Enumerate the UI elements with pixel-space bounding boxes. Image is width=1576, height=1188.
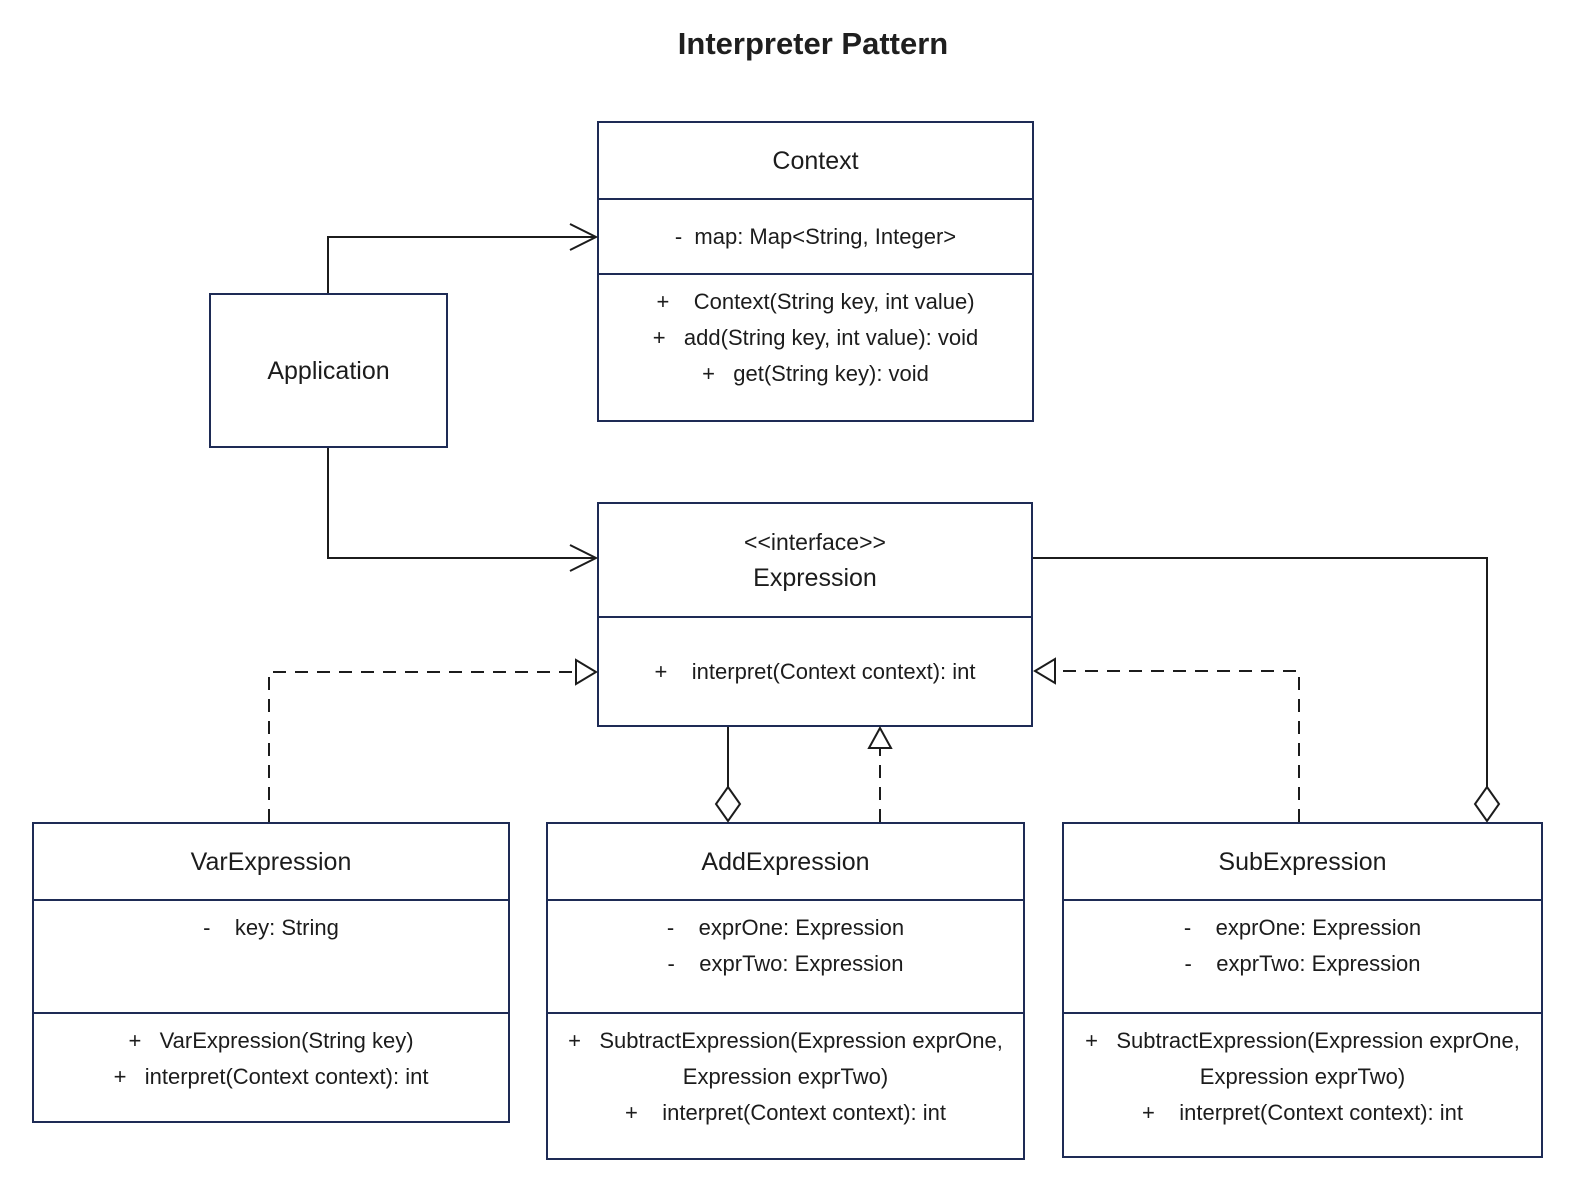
expression-to-addexpression-aggregation-line bbox=[714, 727, 742, 823]
addexpression-title-section: AddExpression bbox=[548, 824, 1023, 899]
attribute-line: - exprTwo: Expression bbox=[667, 951, 904, 976]
class-box-addexpression: AddExpression - exprOne: Expression - ex… bbox=[546, 822, 1025, 1160]
class-name-expression: Expression bbox=[753, 564, 877, 592]
varexpression-to-expression-realization-arrow bbox=[268, 658, 598, 822]
addexpression-to-expression-realization-arrow bbox=[867, 725, 893, 822]
method-line: + SubtractExpression(Expression exprOne,… bbox=[568, 1028, 1009, 1089]
varexpression-attributes-section: - key: String bbox=[34, 899, 508, 1012]
open-arrowhead-icon bbox=[569, 544, 599, 572]
method-line: + Context(String key, int value) bbox=[656, 289, 975, 314]
expression-methods-section: + interpret(Context context): int bbox=[599, 616, 1031, 725]
subexpression-to-expression-realization-arrow bbox=[1033, 657, 1300, 822]
method-line: + interpret(Context context): int bbox=[625, 1100, 946, 1125]
context-attributes-section: - map: Map<String, Integer> bbox=[599, 198, 1032, 273]
expression-stereotype: <<interface>> bbox=[744, 529, 886, 555]
hollow-triangle-icon bbox=[867, 725, 893, 749]
class-name-context: Context bbox=[772, 146, 859, 175]
class-box-context: Context - map: Map<String, Integer> + Co… bbox=[597, 121, 1034, 422]
attribute-line: - exprOne: Expression bbox=[666, 915, 905, 940]
addexpression-methods-section: + SubtractExpression(Expression exprOne,… bbox=[548, 1012, 1023, 1158]
class-box-expression: <<interface>> Expression + interpret(Con… bbox=[597, 502, 1033, 727]
method-line: + get(String key): void bbox=[702, 361, 929, 386]
method-line: + interpret(Context context): int bbox=[654, 658, 976, 684]
hollow-triangle-icon bbox=[1033, 657, 1056, 685]
application-to-context-association-arrow bbox=[327, 223, 599, 293]
attribute-line: - map: Map<String, Integer> bbox=[674, 223, 957, 249]
diagram-title: Interpreter Pattern bbox=[677, 26, 949, 61]
open-arrowhead-icon bbox=[569, 223, 599, 251]
subexpression-attributes-section: - exprOne: Expression - exprTwo: Express… bbox=[1064, 899, 1541, 1012]
class-name-subexpression: SubExpression bbox=[1218, 847, 1387, 876]
hollow-diamond-icon bbox=[1473, 785, 1501, 823]
context-methods-section: + Context(String key, int value) + add(S… bbox=[599, 273, 1032, 420]
method-line: + SubtractExpression(Expression exprOne,… bbox=[1085, 1028, 1526, 1089]
subexpression-methods-section: + SubtractExpression(Expression exprOne,… bbox=[1064, 1012, 1541, 1156]
method-line: + interpret(Context context): int bbox=[113, 1064, 429, 1089]
hollow-triangle-icon bbox=[575, 658, 598, 686]
method-line: + interpret(Context context): int bbox=[1142, 1100, 1463, 1125]
context-title-section: Context bbox=[599, 123, 1032, 198]
varexpression-methods-section: + VarExpression(String key) + interpret(… bbox=[34, 1012, 508, 1121]
attribute-line: - exprOne: Expression bbox=[1183, 915, 1422, 940]
class-box-subexpression: SubExpression - exprOne: Expression - ex… bbox=[1062, 822, 1543, 1158]
attribute-line: - key: String bbox=[203, 915, 339, 940]
expression-title-section: <<interface>> Expression bbox=[599, 504, 1031, 616]
hollow-diamond-icon bbox=[714, 785, 742, 823]
varexpression-title-section: VarExpression bbox=[34, 824, 508, 899]
class-name-varexpression: VarExpression bbox=[190, 847, 352, 876]
application-to-expression-association-arrow bbox=[327, 448, 599, 572]
class-box-varexpression: VarExpression - key: String + VarExpress… bbox=[32, 822, 510, 1123]
addexpression-attributes-section: - exprOne: Expression - exprTwo: Express… bbox=[548, 899, 1023, 1012]
class-name-application: Application bbox=[267, 356, 390, 385]
class-name-addexpression: AddExpression bbox=[701, 847, 870, 876]
class-box-application: Application bbox=[209, 293, 448, 448]
method-line: + add(String key, int value): void bbox=[652, 325, 979, 350]
subexpression-title-section: SubExpression bbox=[1064, 824, 1541, 899]
attribute-line: - exprTwo: Expression bbox=[1184, 951, 1421, 976]
application-title-section: Application bbox=[211, 295, 446, 446]
method-line: + VarExpression(String key) bbox=[128, 1028, 414, 1053]
expression-to-subexpression-aggregation-line bbox=[1033, 557, 1501, 823]
